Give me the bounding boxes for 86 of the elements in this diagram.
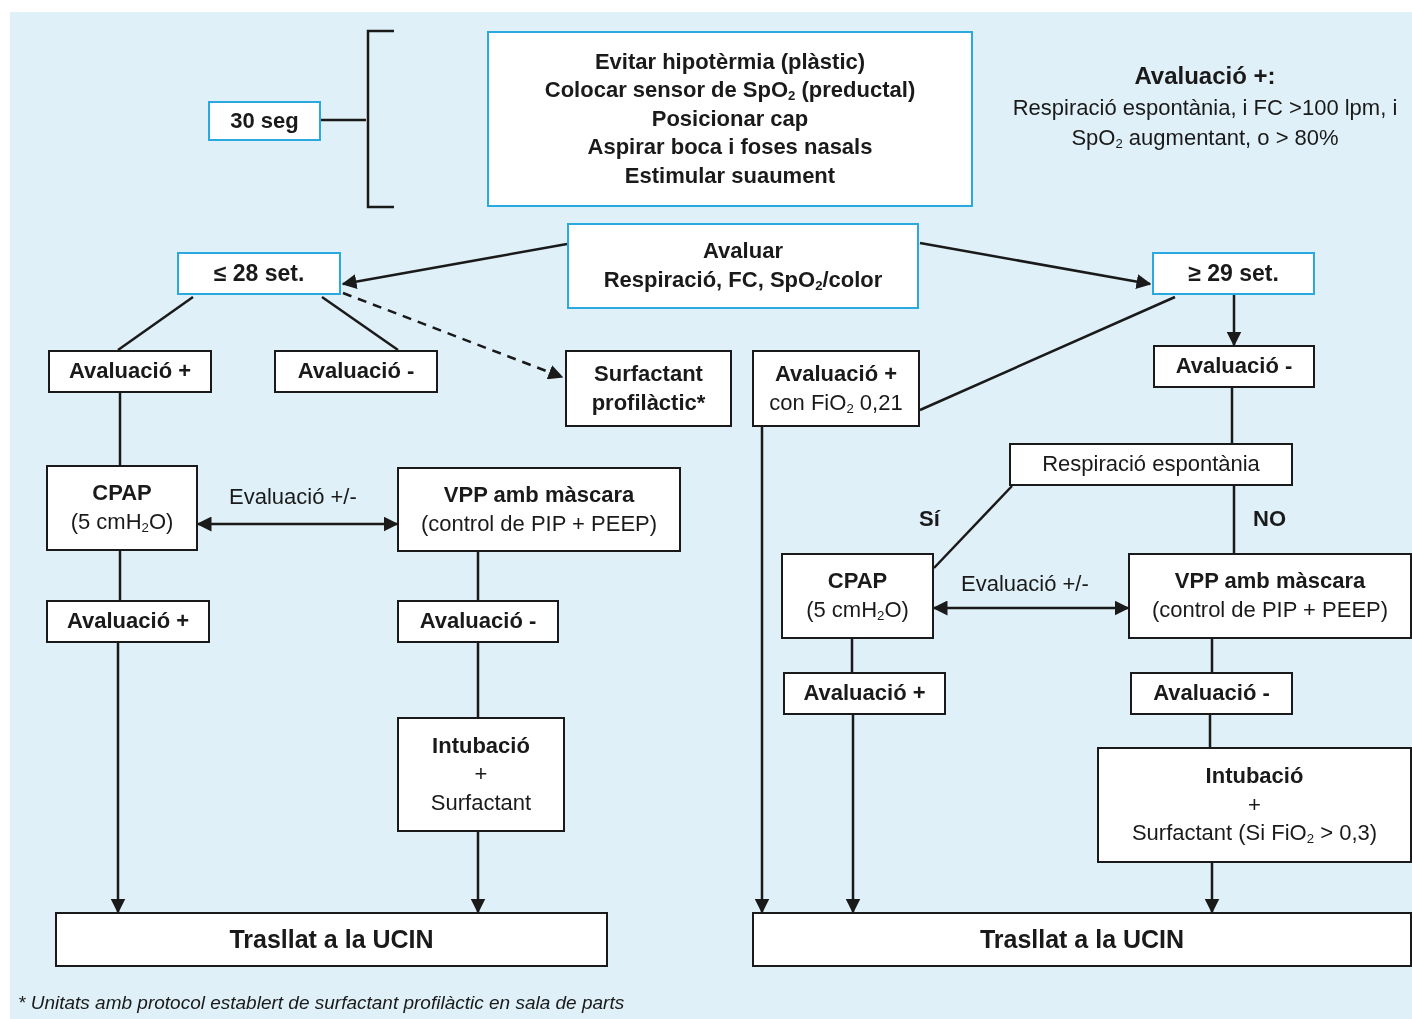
process-box [752,350,920,427]
arrow [754,427,770,914]
box-text: ≤ 28 set. [213,258,305,288]
box-text: Avaluació - [1175,352,1293,381]
box-text: Aspirar boca i foses nasals [587,133,873,162]
process-box [48,350,212,393]
connector-line [850,639,854,672]
connector-line [476,643,480,717]
process-box [1009,443,1293,486]
box-text: VPP amb màscara [443,480,635,509]
note-heading: Avaluació +: [1133,61,1277,91]
box-text: VPP amb màscara [1174,567,1366,596]
process-box [397,717,565,832]
highlighted-box [567,223,919,309]
box-text: CPAP [92,479,152,508]
arrow [1226,295,1242,347]
footnote: * Unitats amb protocol establert de surfactant profilàctic en sala de parts [18,991,626,1015]
box-text: Trasllat a la UCIN [979,924,1185,956]
connector-line [1210,639,1214,672]
box-text: 30 seg [230,106,299,135]
box-text: Surfactant [430,788,532,817]
box-text: ≥ 29 set. [1188,258,1279,288]
box-text: Avaluació - [297,357,415,386]
process-box [781,553,934,639]
box-text: Intubació [432,731,530,760]
box-text: Avaluar [703,237,783,266]
box-text: Surfactant (Si FiO$_{2}$ > 0,3) [1131,819,1378,848]
box-text: (control de PIP + PEEP) [1151,596,1389,624]
connector-line [476,552,480,600]
connector-line [118,551,122,600]
box-text: Avaluació - [1153,679,1270,708]
process-box [397,467,681,552]
note-text: Respiració espontània, i FC >100 lpm, i SpO$_{2}$ augmentant, o > 80% [1011,94,1399,153]
highlighted-box [1152,252,1315,295]
box-text: Respiració, FC, SpO$_{2}$/color [603,266,883,295]
box-text: Evitar hipotèrmia (plàstic) [594,47,866,76]
box-text: (control de PIP + PEEP) [420,509,658,538]
highlighted-box [208,101,321,141]
highlighted-box [487,31,973,207]
box-text: Colocar sensor de SpO$_{2}$ (preductal) [544,76,916,105]
process-box [46,600,210,643]
process-box [1097,747,1412,863]
arrow [110,643,126,914]
connector-line [118,393,122,465]
connector-line [1208,715,1212,747]
box-text: Surfactant profilàctic* [590,359,707,417]
highlighted-box [177,252,341,295]
box-text: Avaluació + [774,359,898,388]
box-text: + [1248,790,1261,819]
box-text: Estimular suaument [624,161,836,190]
arrow [919,241,1152,289]
connector-line [919,295,1176,412]
process-box [55,912,608,967]
process-box [1130,672,1293,715]
connector-line [1230,388,1234,443]
box-text: Avaluació - [419,607,537,636]
connector-line [117,295,194,352]
box-text: Trasllat a la UCIN [229,924,434,956]
process-box [1153,345,1315,388]
box-text: Avaluació + [68,357,192,386]
connector-line [321,118,366,122]
box-text: Respiració espontània [1042,450,1260,479]
process-box [752,912,1412,967]
process-box [46,465,198,551]
box-text: (5 cmH$_{2}$O) [806,596,909,625]
process-box [274,350,438,393]
process-box [565,350,732,427]
connector-line [321,295,399,352]
box-text: Intubació [1205,762,1304,791]
arrow [341,242,568,289]
connector-line [1232,486,1236,553]
box-text: CPAP [827,567,888,596]
box-text: Avaluació + [66,607,190,636]
box-text: (5 cmH$_{2}$O) [70,508,174,537]
process-box [397,600,559,643]
connector-line [933,485,1013,569]
process-box [783,672,946,715]
box-text: + [474,760,488,789]
box-text: Posicionar cap [651,104,809,133]
arrow [845,715,861,914]
process-box [1128,553,1412,639]
arrow [470,832,486,914]
arrow [342,291,564,380]
box-text: con FiO$_{2}$ 0,21 [769,388,903,418]
arrow [1204,863,1220,914]
box-text: Avaluació + [803,679,926,708]
